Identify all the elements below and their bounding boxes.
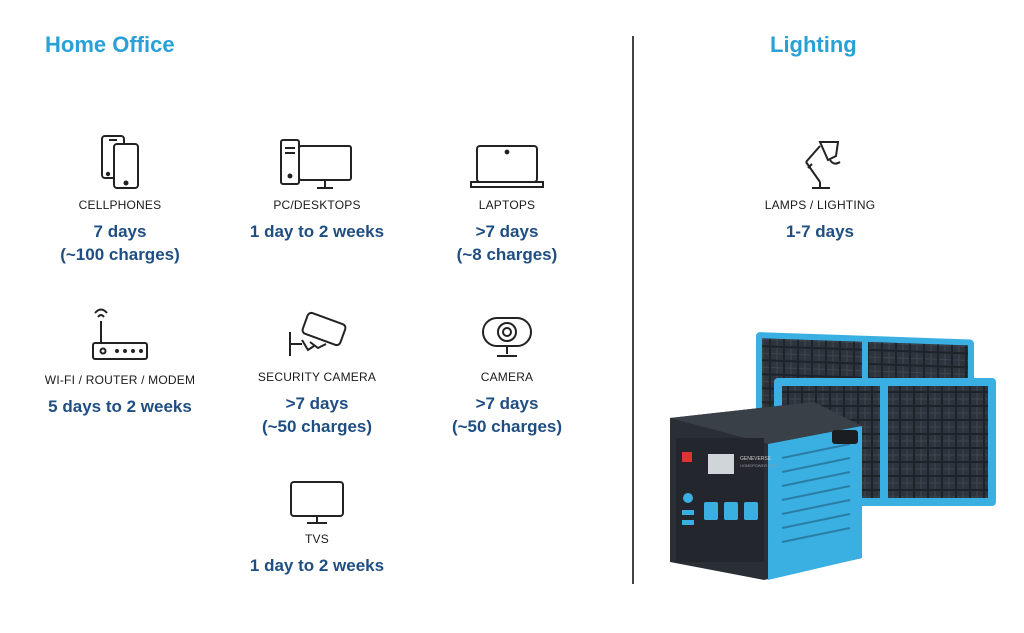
item-label: SECURITY CAMERA (257, 370, 377, 384)
item-laptops: LAPTOPS >7 days (~8 charges) (407, 132, 607, 266)
item-duration: 1-7 days (785, 222, 855, 241)
item-label: LAMPS / LIGHTING (764, 198, 876, 212)
item-lamps: LAMPS / LIGHTING 1-7 days (720, 132, 920, 243)
router-icon (20, 303, 220, 363)
desktop-computer-icon (217, 132, 417, 192)
item-camera: CAMERA >7 days (~50 charges) (407, 310, 607, 438)
item-duration: >7 days (~50 charges) (451, 394, 563, 436)
webcam-icon (407, 310, 607, 364)
item-duration: >7 days (~50 charges) (261, 394, 373, 436)
item-label: TVS (305, 532, 329, 546)
item-duration: 1 day to 2 weeks (249, 222, 385, 241)
laptop-icon (407, 132, 607, 192)
smartphone-icon (20, 132, 220, 192)
home-office-title: Home Office (45, 32, 175, 57)
item-label: PC/DESKTOPS (273, 198, 361, 212)
security-camera-icon (217, 310, 417, 364)
item-wifi-router: WI-FI / ROUTER / MODEM 5 days to 2 weeks (20, 303, 220, 418)
item-duration: 7 days (~100 charges) (60, 222, 180, 264)
item-label: CELLPHONES (78, 198, 162, 212)
tv-icon (217, 476, 417, 526)
power-station-product-image: GENEVERSE HOMEPOWER ONE (664, 326, 1004, 591)
item-label: LAPTOPS (478, 198, 536, 212)
item-duration: 1 day to 2 weeks (249, 556, 385, 575)
item-label: CAMERA (480, 370, 534, 384)
item-security-camera: SECURITY CAMERA >7 days (~50 charges) (217, 310, 417, 438)
item-tvs: TVS 1 day to 2 weeks (217, 476, 417, 577)
item-duration: >7 days (~8 charges) (456, 222, 558, 264)
item-label: WI-FI / ROUTER / MODEM (44, 373, 196, 387)
item-pc-desktops: PC/DESKTOPS 1 day to 2 weeks (217, 132, 417, 243)
product-brand-text: GENEVERSE (740, 456, 772, 462)
item-cellphones: CELLPHONES 7 days (~100 charges) (20, 132, 220, 266)
desk-lamp-icon (720, 132, 920, 192)
lighting-title: Lighting (770, 32, 857, 57)
power-station-body: GENEVERSE HOMEPOWER ONE (670, 402, 862, 580)
section-divider (632, 36, 634, 584)
item-duration: 5 days to 2 weeks (48, 397, 192, 416)
product-model-text: HOMEPOWER ONE (740, 463, 777, 468)
